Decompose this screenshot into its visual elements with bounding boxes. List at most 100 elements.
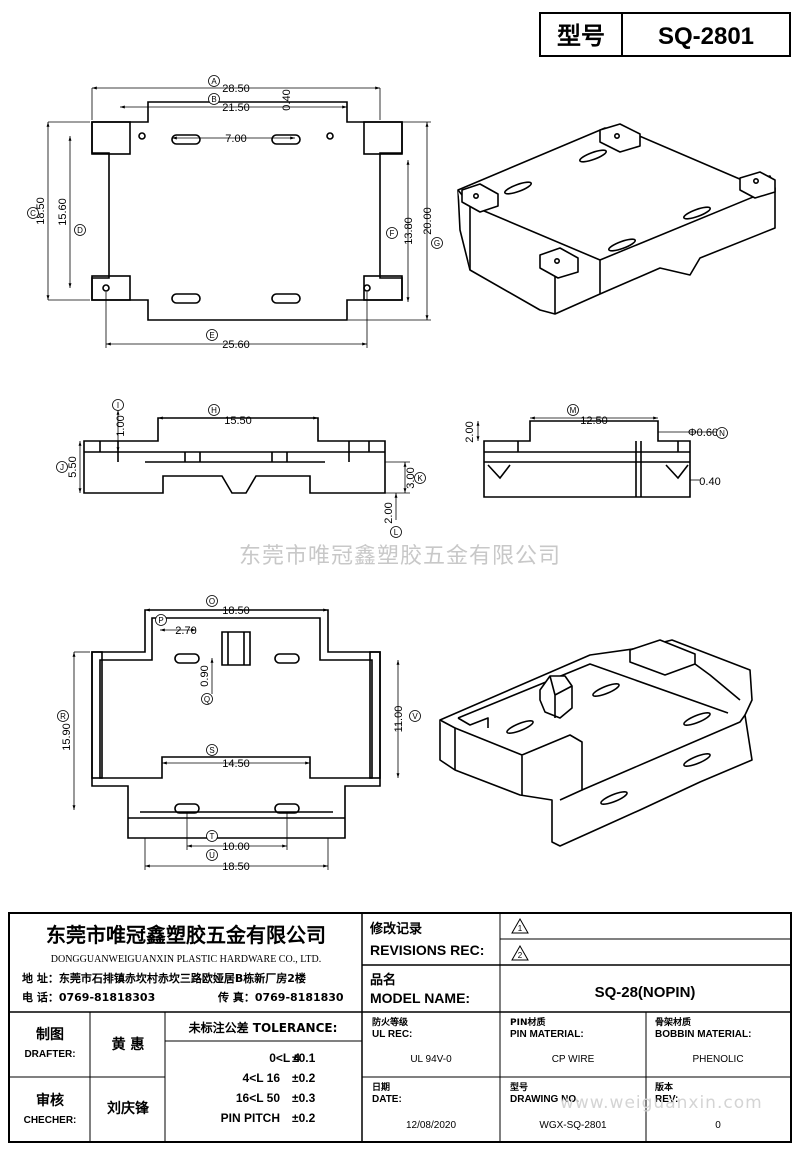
svg-text:A: A: [211, 77, 217, 86]
dimension-callouts: A B C D E F G H I J K L M N O P Q R S T …: [27, 75, 728, 861]
top-view: [91, 101, 403, 321]
rev1-number: 1: [518, 924, 523, 933]
dim-S-value: 14.50: [222, 758, 250, 770]
side-view: [83, 417, 386, 494]
watermark-text: 东莞市唯冠鑫塑胶五金有限公司: [238, 544, 561, 569]
drafter-name: 黄 惠: [112, 1036, 145, 1053]
svg-text:I: I: [117, 401, 119, 410]
end-view-dim-text: 12.50 Φ0.60 2.00 0.40: [464, 415, 721, 488]
svg-text:P: P: [158, 616, 163, 625]
svg-text:H: H: [211, 406, 217, 415]
company-address: 地 址：东莞市石排镇赤坎村赤坎三路欧娅居B栋新厂房2楼: [22, 971, 306, 985]
drafter-cn: 制图: [36, 1026, 64, 1043]
company-fax: 传 真：0769-8181830: [217, 990, 344, 1004]
ul-rec-value: UL 94V-0: [410, 1054, 452, 1065]
callout-F: F: [386, 227, 398, 239]
revision-numbers: 1 2: [518, 924, 523, 960]
dim-P-value: 2.70: [175, 625, 196, 637]
svg-text:G: G: [434, 239, 440, 248]
bottom-view: [91, 609, 381, 839]
callout-I: I: [112, 399, 124, 411]
checker-cn: 审核: [36, 1092, 64, 1109]
checker-name: 刘庆锋: [107, 1100, 150, 1117]
callout-M: M: [567, 404, 579, 416]
side-view-dimensions: [78, 410, 410, 520]
company-name-cn: 东莞市唯冠鑫塑胶五金有限公司: [46, 923, 326, 947]
drawing-no-cn: 型号: [510, 1081, 528, 1093]
tolerance-value-1: ±0.1: [292, 1051, 316, 1065]
revisions-cn: 修改记录: [369, 921, 422, 937]
dim-M-value: 12.50: [580, 415, 608, 427]
revision-triangles: [511, 917, 529, 961]
top-view-dim-text: 28.50 21.50 0.40 7.00 18.50 15.60 25.60 …: [35, 83, 434, 351]
callout-V: V: [409, 710, 421, 722]
top-view-dimensions: [46, 86, 431, 348]
dim-d1-value: 2.00: [464, 421, 476, 442]
svg-text:K: K: [417, 474, 423, 483]
dim-F-value: 13.80: [403, 217, 415, 245]
callout-C: C: [27, 207, 39, 219]
rev-value: 0: [715, 1120, 721, 1131]
callout-T: T: [206, 830, 218, 842]
date-en: DATE:: [372, 1094, 402, 1105]
svg-text:F: F: [390, 229, 395, 238]
svg-text:L: L: [394, 528, 399, 537]
date-value: 12/08/2020: [406, 1120, 456, 1131]
rev2-number: 2: [518, 951, 523, 960]
svg-text:E: E: [209, 331, 214, 340]
dim-T-value: 10.00: [222, 841, 250, 853]
svg-text:D: D: [77, 226, 83, 235]
dim-V-value: 11.00: [393, 706, 405, 733]
dim-R-value: 15.90: [61, 723, 73, 751]
rev-cn: 版本: [654, 1081, 674, 1093]
bobbin-material-en: BOBBIN MATERIAL:: [655, 1029, 751, 1040]
model-value: SQ-2801: [658, 23, 754, 50]
model-name-cn: 品名: [370, 972, 396, 988]
dim-G-value: 20.00: [422, 207, 434, 235]
model-label: 型号: [557, 22, 605, 50]
callout-L: L: [390, 526, 402, 538]
callout-E: E: [206, 329, 218, 341]
callout-K: K: [414, 472, 426, 484]
model-header-box: 型号 SQ-2801: [539, 12, 791, 57]
dim-L-value: 2.00: [383, 502, 395, 523]
svg-text:T: T: [210, 832, 215, 841]
bobbin-material-value: PHENOLIC: [692, 1054, 743, 1065]
dim-A-value: 28.50: [222, 83, 250, 95]
tolerance-value-3: ±0.3: [292, 1091, 316, 1105]
bottom-view-dimensions: [72, 608, 400, 870]
model-name-en: MODEL NAME:: [370, 990, 470, 1006]
dim-J-value: 5.50: [67, 456, 79, 477]
callout-O: O: [206, 595, 218, 607]
dim-d2-value: 0.40: [699, 476, 720, 488]
tolerance-range-2: 4<L 16: [243, 1071, 281, 1085]
dim-I-value: 1.00: [115, 415, 127, 436]
dim-Q-value: 0.90: [199, 665, 211, 686]
watermark-url: www.weiguanxin.com: [560, 1093, 763, 1113]
svg-text:N: N: [719, 429, 725, 438]
tolerance-value-4: ±0.2: [292, 1111, 316, 1125]
dim-U-value: 18.50: [222, 861, 250, 873]
svg-text:B: B: [211, 95, 216, 104]
pin-material-value: CP WIRE: [552, 1054, 595, 1065]
callout-B: B: [208, 93, 220, 105]
svg-text:U: U: [209, 851, 215, 860]
dim-B-value: 21.50: [222, 102, 250, 114]
company-name-en: DONGGUANWEIGUANXIN PLASTIC HARDWARE CO.,…: [51, 954, 321, 965]
tolerance-title: 未标注公差 TOLERANCE:: [188, 1020, 338, 1035]
drafter-en: DRAFTER:: [24, 1049, 75, 1060]
ul-rec-cn: 防火等级: [372, 1016, 409, 1028]
end-view-dimensions: [476, 416, 718, 481]
callout-P: P: [155, 614, 167, 626]
dim-D-value: 15.60: [57, 198, 69, 226]
drawing-no-en: DRAWING NO.: [510, 1094, 579, 1105]
dim-C-value: 18.50: [35, 197, 47, 225]
callout-H: H: [208, 404, 220, 416]
callout-A: A: [208, 75, 220, 87]
dim-O-value: 18.50: [222, 605, 250, 617]
revisions-en: REVISIONS REC:: [370, 942, 484, 958]
dim-K-value: 3.00: [405, 467, 417, 488]
dim-c1-value: 0.40: [281, 89, 293, 110]
isometric-top-view: [457, 123, 776, 315]
svg-text:O: O: [209, 597, 215, 606]
